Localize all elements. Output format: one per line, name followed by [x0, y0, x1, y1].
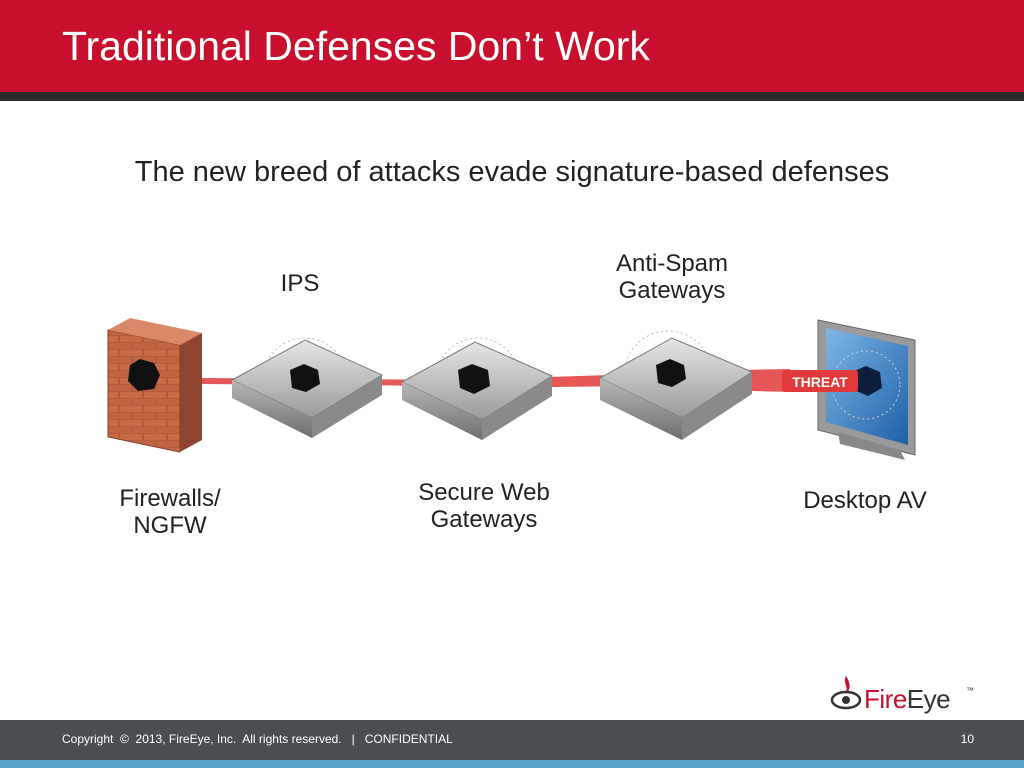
- fireeye-logo: FireEye ™: [828, 672, 978, 716]
- label-firewall: Firewalls/ NGFW: [90, 485, 250, 539]
- label-firewall-line2: NGFW: [133, 512, 207, 539]
- hole-icon: [656, 359, 686, 387]
- threat-label: THREAT: [792, 374, 848, 390]
- title-bar: Traditional Defenses Don’t Work: [0, 0, 1024, 92]
- label-antispam-line2: Gateways: [618, 277, 726, 304]
- firewall-wall: [107, 318, 202, 453]
- page-number: 10: [960, 732, 974, 746]
- label-desktop-av: Desktop AV: [803, 487, 927, 514]
- desktop-monitor: [817, 319, 916, 460]
- hole-icon: [128, 359, 160, 391]
- label-ips: IPS: [280, 270, 320, 297]
- label-antispam: Anti-Spam Gateways: [582, 250, 762, 304]
- label-swg: Secure Web Gateways: [394, 479, 574, 533]
- swg-appliance: [400, 337, 554, 440]
- title-divider: [0, 92, 1024, 101]
- footer-bar: Copyright © 2013, FireEye, Inc. All righ…: [0, 720, 1024, 760]
- hole-icon: [458, 364, 490, 394]
- slide-title: Traditional Defenses Don’t Work: [62, 23, 650, 69]
- antispam-appliance: [598, 330, 754, 440]
- label-swg-line1: Secure Web: [418, 479, 550, 506]
- label-antispam-line1: Anti-Spam: [615, 250, 729, 277]
- logo-wordmark: FireEye: [864, 684, 951, 714]
- label-swg-line2: Gateways: [430, 506, 538, 533]
- hole-icon: [290, 364, 320, 392]
- footer-stripe: [0, 760, 1024, 768]
- copyright-text: Copyright © 2013, FireEye, Inc. All righ…: [62, 732, 453, 746]
- label-firewall-line1: Firewalls/: [119, 485, 221, 512]
- ips-appliance: [230, 337, 384, 438]
- threat-tag: THREAT: [782, 370, 858, 392]
- eye-flame-icon: [830, 676, 862, 710]
- slide-subtitle: The new breed of attacks evade signature…: [134, 156, 890, 188]
- hole-icon: [852, 366, 882, 396]
